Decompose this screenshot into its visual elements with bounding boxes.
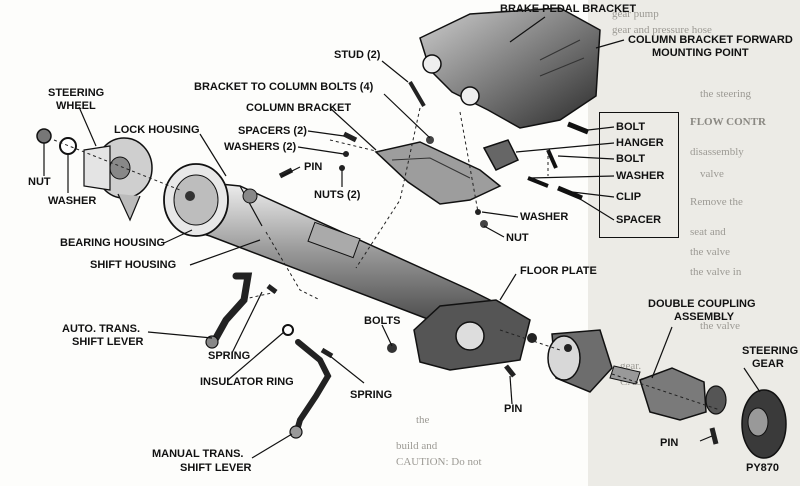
background-text: valve — [700, 168, 724, 180]
label-pin-right: PIN — [660, 437, 679, 449]
small-hardware — [266, 80, 719, 445]
leader-lines — [43, 16, 761, 459]
label-auto-trans-2: SHIFT LEVER — [72, 336, 144, 348]
label-nuts: NUTS (2) — [314, 189, 361, 201]
steering-gear — [741, 389, 787, 459]
label-pin-floor: PIN — [504, 403, 523, 415]
label-nut-mid: NUT — [506, 232, 529, 244]
background-text: gear and pressure hose — [612, 24, 712, 36]
double-coupling-assembly — [547, 329, 727, 421]
label-shift-housing: SHIFT HOUSING — [90, 259, 177, 271]
label-brake-pedal-bracket: BRAKE PEDAL BRACKET — [500, 3, 637, 15]
label-column-bracket-forward-2: MOUNTING POINT — [652, 47, 749, 59]
label-steering-gear-2: GEAR — [752, 358, 784, 370]
steering-wheel — [36, 128, 153, 222]
label-stud: STUD (2) — [334, 49, 381, 61]
label-double-coupling-2: ASSEMBLY — [674, 311, 735, 323]
lock-housing — [163, 163, 258, 237]
column-bracket — [374, 141, 502, 205]
explode-lines — [53, 107, 721, 411]
floor-plate — [413, 299, 537, 371]
background-text: the — [416, 414, 430, 426]
background-text: Remove the — [690, 196, 743, 208]
label-spring-left: SPRING — [208, 350, 251, 362]
label-column-bracket: COLUMN BRACKET — [246, 102, 352, 114]
label-insulator-ring: INSULATOR RING — [200, 376, 294, 388]
background-text: the valve in — [690, 266, 742, 278]
figure-code: PY870 — [746, 462, 780, 474]
label-column-bracket-forward-1: COLUMN BRACKET FORWARD — [628, 34, 793, 46]
background-text: the valve — [690, 246, 731, 258]
label-bracket-to-column-bolts: BRACKET TO COLUMN BOLTS (4) — [194, 81, 374, 93]
label-bearing-housing: BEARING HOUSING — [60, 237, 166, 249]
label-steering-wheel-1: STEERING — [48, 87, 105, 99]
label-pin-top: PIN — [304, 161, 323, 173]
background-text: CAUTION: Do not — [396, 456, 482, 468]
label-manual-trans-2: SHIFT LEVER — [180, 462, 252, 474]
label-lock-housing: LOCK HOUSING — [114, 124, 200, 136]
label-floor-plate: FLOOR PLATE — [520, 265, 597, 277]
background-text: disassembly — [690, 146, 744, 158]
background-text: seat and — [690, 226, 726, 238]
background-text: the steering — [700, 88, 752, 100]
label-washer-left: WASHER — [48, 195, 97, 207]
label-bolt-1: BOLT — [616, 121, 646, 133]
label-spacers: SPACERS (2) — [238, 125, 307, 137]
label-manual-trans-1: MANUAL TRANS. — [152, 448, 244, 460]
label-bolts: BOLTS — [364, 315, 401, 327]
label-double-coupling-1: DOUBLE COUPLING — [648, 298, 756, 310]
label-washer-box: WASHER — [616, 170, 665, 182]
label-washers: WASHERS (2) — [224, 141, 297, 153]
background-text: FLOW CONTR — [690, 116, 766, 128]
label-bolt-2: BOLT — [616, 153, 646, 165]
background-text: gear pump — [612, 8, 659, 20]
background-text: build and — [396, 440, 438, 452]
label-spacer: SPACER — [616, 214, 662, 226]
label-steering-wheel-2: WHEEL — [56, 100, 96, 112]
label-steering-gear-1: STEERING — [742, 345, 799, 357]
label-spring-right: SPRING — [350, 389, 393, 401]
label-hanger: HANGER — [616, 137, 664, 149]
brake-pedal-bracket — [419, 7, 601, 129]
label-nut-left: NUT — [28, 176, 51, 188]
label-auto-trans-1: AUTO. TRANS. — [62, 323, 141, 335]
auto-trans-shift-lever — [205, 272, 253, 349]
hardware-group-frame — [599, 112, 679, 238]
hanger-bracket — [482, 121, 589, 201]
label-clip: CLIP — [616, 191, 642, 203]
background-text: the valve — [700, 320, 741, 332]
manual-trans-shift-lever — [289, 339, 332, 439]
label-washer-mid: WASHER — [520, 211, 569, 223]
